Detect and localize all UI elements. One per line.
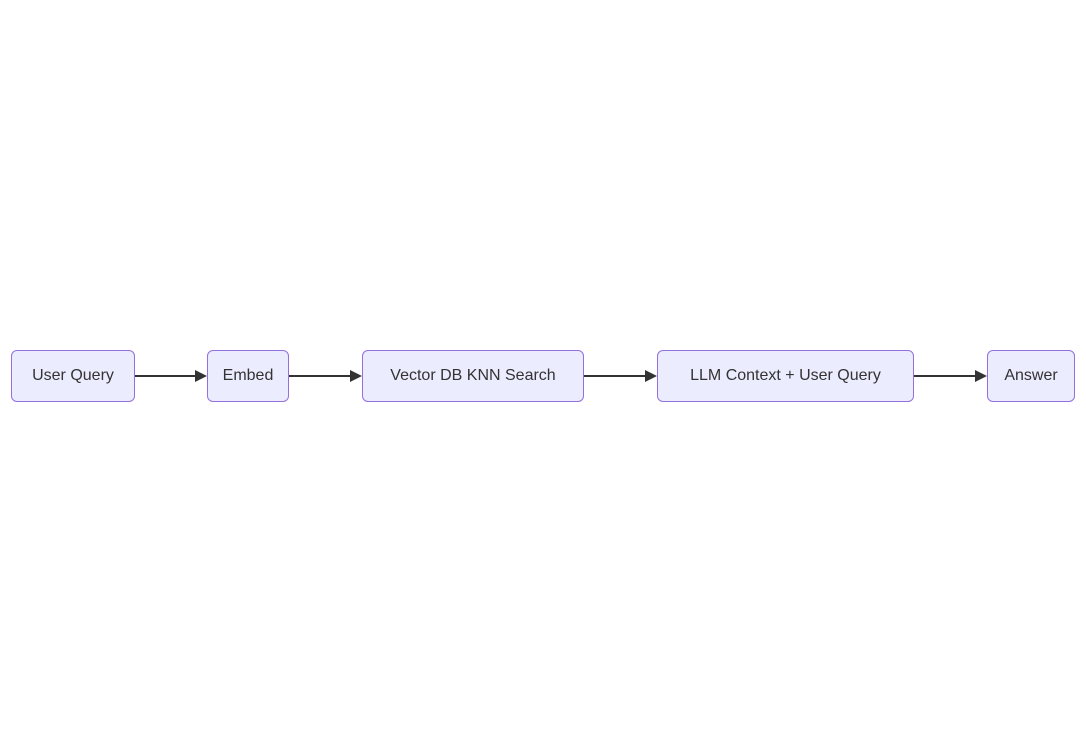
arrow-line bbox=[135, 375, 196, 377]
arrowhead-icon bbox=[195, 370, 207, 382]
node-llm-context-user-query: LLM Context + User Query bbox=[657, 350, 914, 402]
node-vector-db-knn-search: Vector DB KNN Search bbox=[362, 350, 584, 402]
edge-user-query-to-embed bbox=[135, 370, 207, 382]
node-user-query: User Query bbox=[11, 350, 135, 402]
node-label: Embed bbox=[222, 367, 274, 384]
node-answer: Answer bbox=[987, 350, 1075, 402]
arrow-line bbox=[289, 375, 351, 377]
arrow-line bbox=[914, 375, 976, 377]
node-label: Vector DB KNN Search bbox=[390, 367, 556, 384]
edge-llm-context-to-answer bbox=[914, 370, 987, 382]
arrowhead-icon bbox=[645, 370, 657, 382]
arrowhead-icon bbox=[975, 370, 987, 382]
node-label: User Query bbox=[32, 367, 114, 384]
arrow-line bbox=[584, 375, 646, 377]
node-label: LLM Context + User Query bbox=[690, 367, 881, 384]
edge-vector-db-to-llm-context bbox=[584, 370, 657, 382]
node-embed: Embed bbox=[207, 350, 289, 402]
node-label: Answer bbox=[1004, 367, 1058, 384]
edge-embed-to-vector-db bbox=[289, 370, 362, 382]
arrowhead-icon bbox=[350, 370, 362, 382]
